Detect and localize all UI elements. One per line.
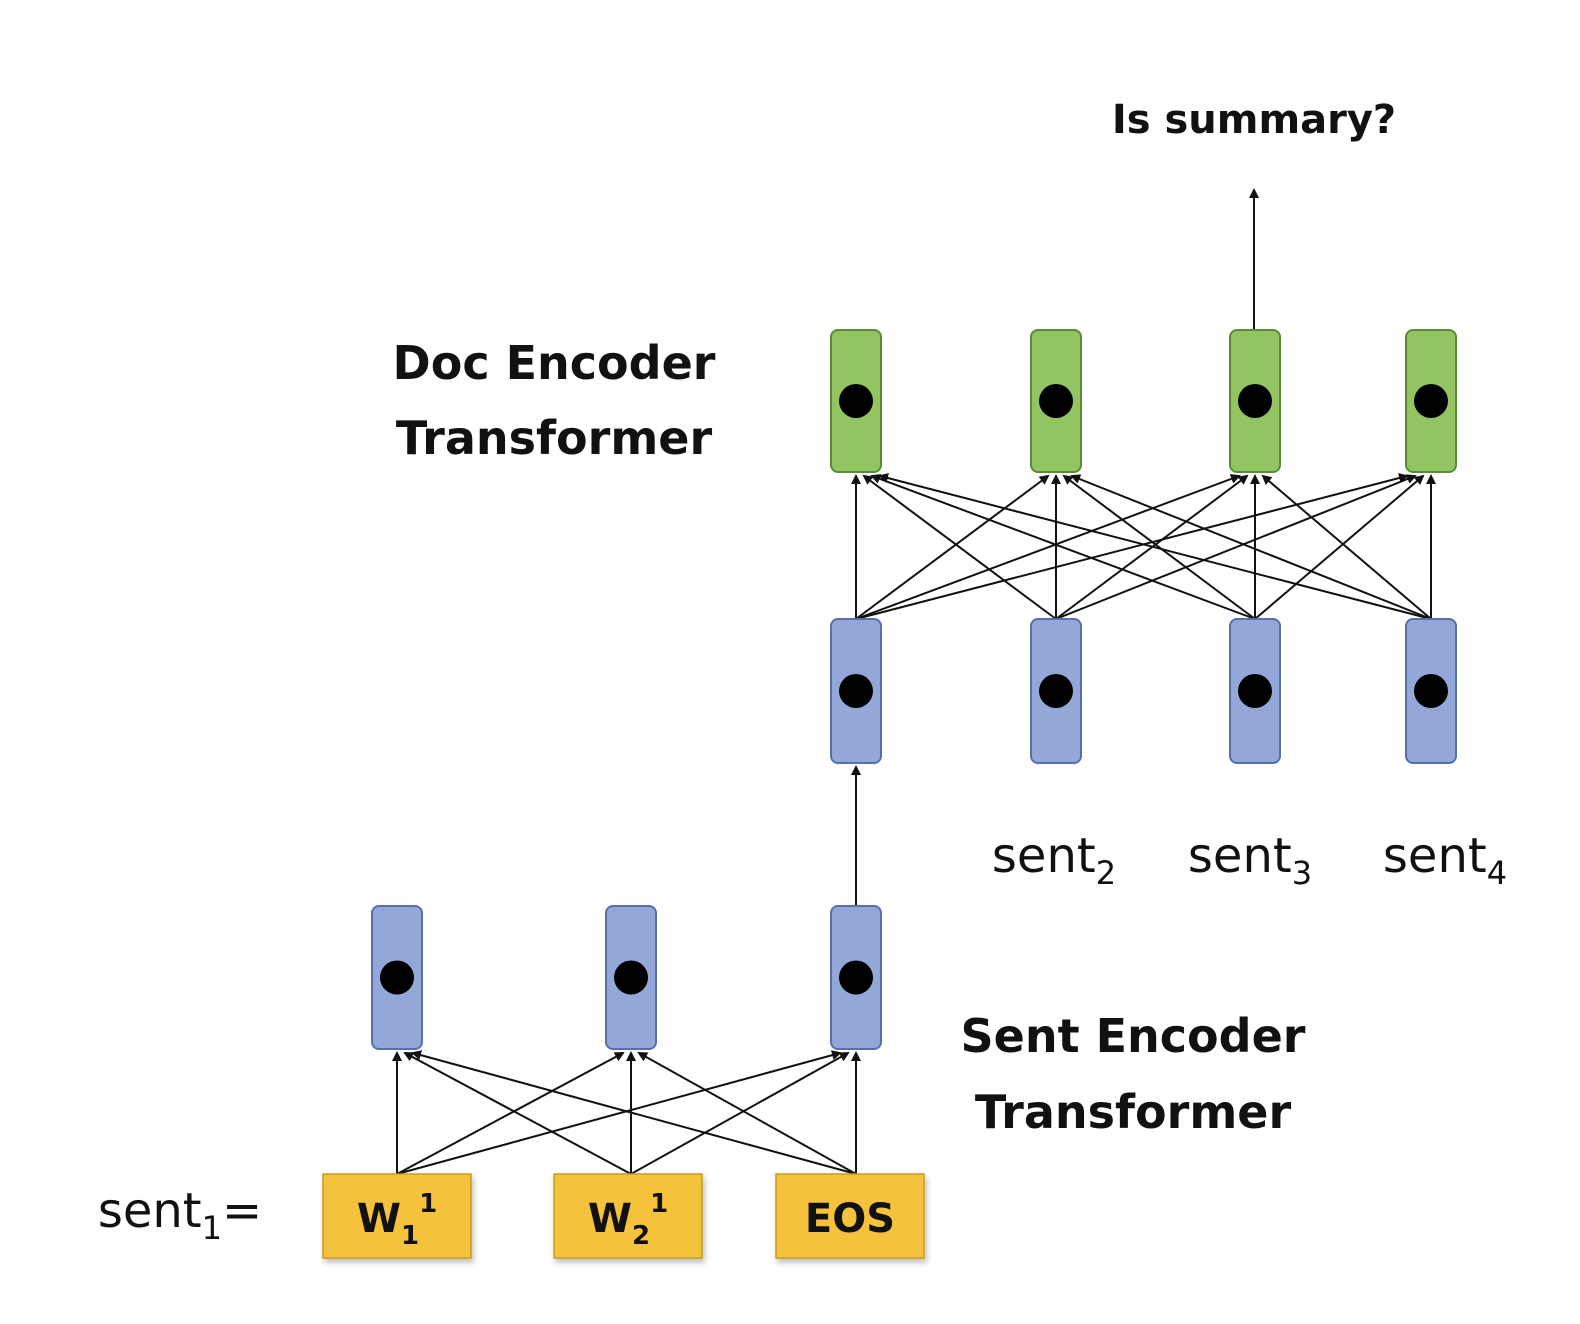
doc-connection-4-to-3	[1261, 474, 1432, 620]
sentence-label-base: sent	[992, 828, 1096, 884]
doc-output-node-1	[830, 329, 882, 473]
sent-encoder-label-line1: Sent Encoder	[961, 1009, 1306, 1063]
word-box-3: EOS	[775, 1173, 925, 1259]
doc-connection-2-to-4	[1055, 474, 1417, 620]
sent-connection-1-to-2	[396, 1052, 625, 1175]
doc-encoder-connections	[851, 473, 1436, 620]
word-box-label: EOS	[805, 1196, 895, 1242]
sent1-label-subscript: 1	[202, 1209, 222, 1247]
word-encoding-node-1-dot	[380, 960, 414, 995]
sentence-node-4	[1405, 618, 1457, 764]
is-summary-label: Is summary?	[1112, 97, 1396, 143]
doc-output-node-1-dot	[839, 384, 873, 418]
sent-connection-2-to-3	[630, 1052, 850, 1175]
doc-connection-3-to-4	[1254, 474, 1425, 620]
word-box-rect	[322, 1173, 472, 1259]
doc-connection-2-to-1	[862, 474, 1057, 620]
sentence-label-2: sent2	[992, 828, 1116, 892]
word-superscript: 1	[650, 1189, 668, 1219]
doc-output-node-4	[1405, 329, 1457, 473]
doc-connection-2-to-3	[1055, 474, 1249, 620]
doc-output-node-3	[1229, 329, 1281, 473]
doc-connection-1-to-4	[855, 473, 1409, 620]
word-base: W	[588, 1196, 632, 1242]
word-encoding-node-2-dot	[614, 960, 648, 995]
vertical-arrows	[851, 188, 1259, 906]
word-subscript: 2	[632, 1221, 650, 1251]
sentence-node-2-dot	[1039, 674, 1073, 708]
sentence-label-base: sent	[1188, 828, 1292, 884]
sent-connection-2-to-1	[403, 1052, 632, 1175]
sent-connection-3-to-2	[637, 1052, 857, 1175]
sentence-label-base: sent	[1383, 828, 1487, 884]
sent1-label-base: sent	[98, 1183, 202, 1239]
word-base: EOS	[805, 1196, 895, 1242]
sentence-node-2	[1030, 618, 1082, 764]
sentence-embedding-nodes	[830, 618, 1457, 764]
word-box-1: W11	[322, 1173, 472, 1259]
sent-connection-1-to-3	[396, 1050, 842, 1175]
sent-connection-3-to-1	[411, 1050, 857, 1175]
doc-encoder-label-line2: Transformer	[396, 411, 713, 465]
doc-output-node-2	[1030, 329, 1082, 473]
sentence-label-3: sent3	[1188, 828, 1312, 892]
word-encoding-node-3-dot	[839, 960, 873, 995]
doc-output-node-2-dot	[1039, 384, 1073, 418]
sent1-label-suffix: =	[222, 1183, 262, 1239]
doc-output-node-3-dot	[1238, 384, 1272, 418]
sentence-label-4: sent4	[1383, 828, 1507, 892]
sentence-node-3	[1229, 618, 1281, 764]
doc-connection-1-to-2	[855, 474, 1050, 620]
sent1-label-text: sent1=	[98, 1183, 262, 1247]
sentence-node-1-dot	[839, 674, 873, 708]
doc-output-node-4-dot	[1414, 384, 1448, 418]
word-box-rect	[775, 1173, 925, 1259]
sent1-label: sent1=	[98, 1183, 262, 1247]
sentence-node-4-dot	[1414, 674, 1448, 708]
word-encoding-node-1	[371, 905, 423, 1050]
doc-connection-1-to-3	[855, 474, 1241, 620]
doc-encoder-label-line1: Doc Encoder	[393, 336, 716, 390]
word-box-label: W21	[588, 1189, 668, 1251]
word-box-label: W11	[357, 1189, 437, 1251]
doc-connection-3-to-2	[1062, 474, 1256, 620]
sentence-label-subscript: 3	[1292, 854, 1312, 892]
word-superscript: 1	[419, 1189, 437, 1219]
doc-connection-4-to-2	[1070, 474, 1432, 620]
sent-encoder-label-line2: Transformer	[975, 1085, 1292, 1139]
word-box-2: W21	[553, 1173, 703, 1259]
sentence-node-1	[830, 618, 882, 764]
word-subscript: 1	[401, 1221, 419, 1251]
word-box-rect	[553, 1173, 703, 1259]
sentence-label-subscript: 2	[1096, 854, 1116, 892]
word-encoding-node-3	[830, 905, 882, 1050]
sent-encoder-connections	[392, 1050, 861, 1175]
doc-encoder-output-nodes	[830, 329, 1457, 473]
word-base: W	[357, 1196, 401, 1242]
doc-connection-4-to-1	[878, 473, 1432, 620]
word-encoding-node-2	[605, 905, 657, 1050]
sentence-label-subscript: 4	[1487, 854, 1507, 892]
sent-encoder-output-nodes	[371, 905, 882, 1050]
sentence-node-3-dot	[1238, 674, 1272, 708]
doc-connection-3-to-1	[870, 474, 1256, 620]
